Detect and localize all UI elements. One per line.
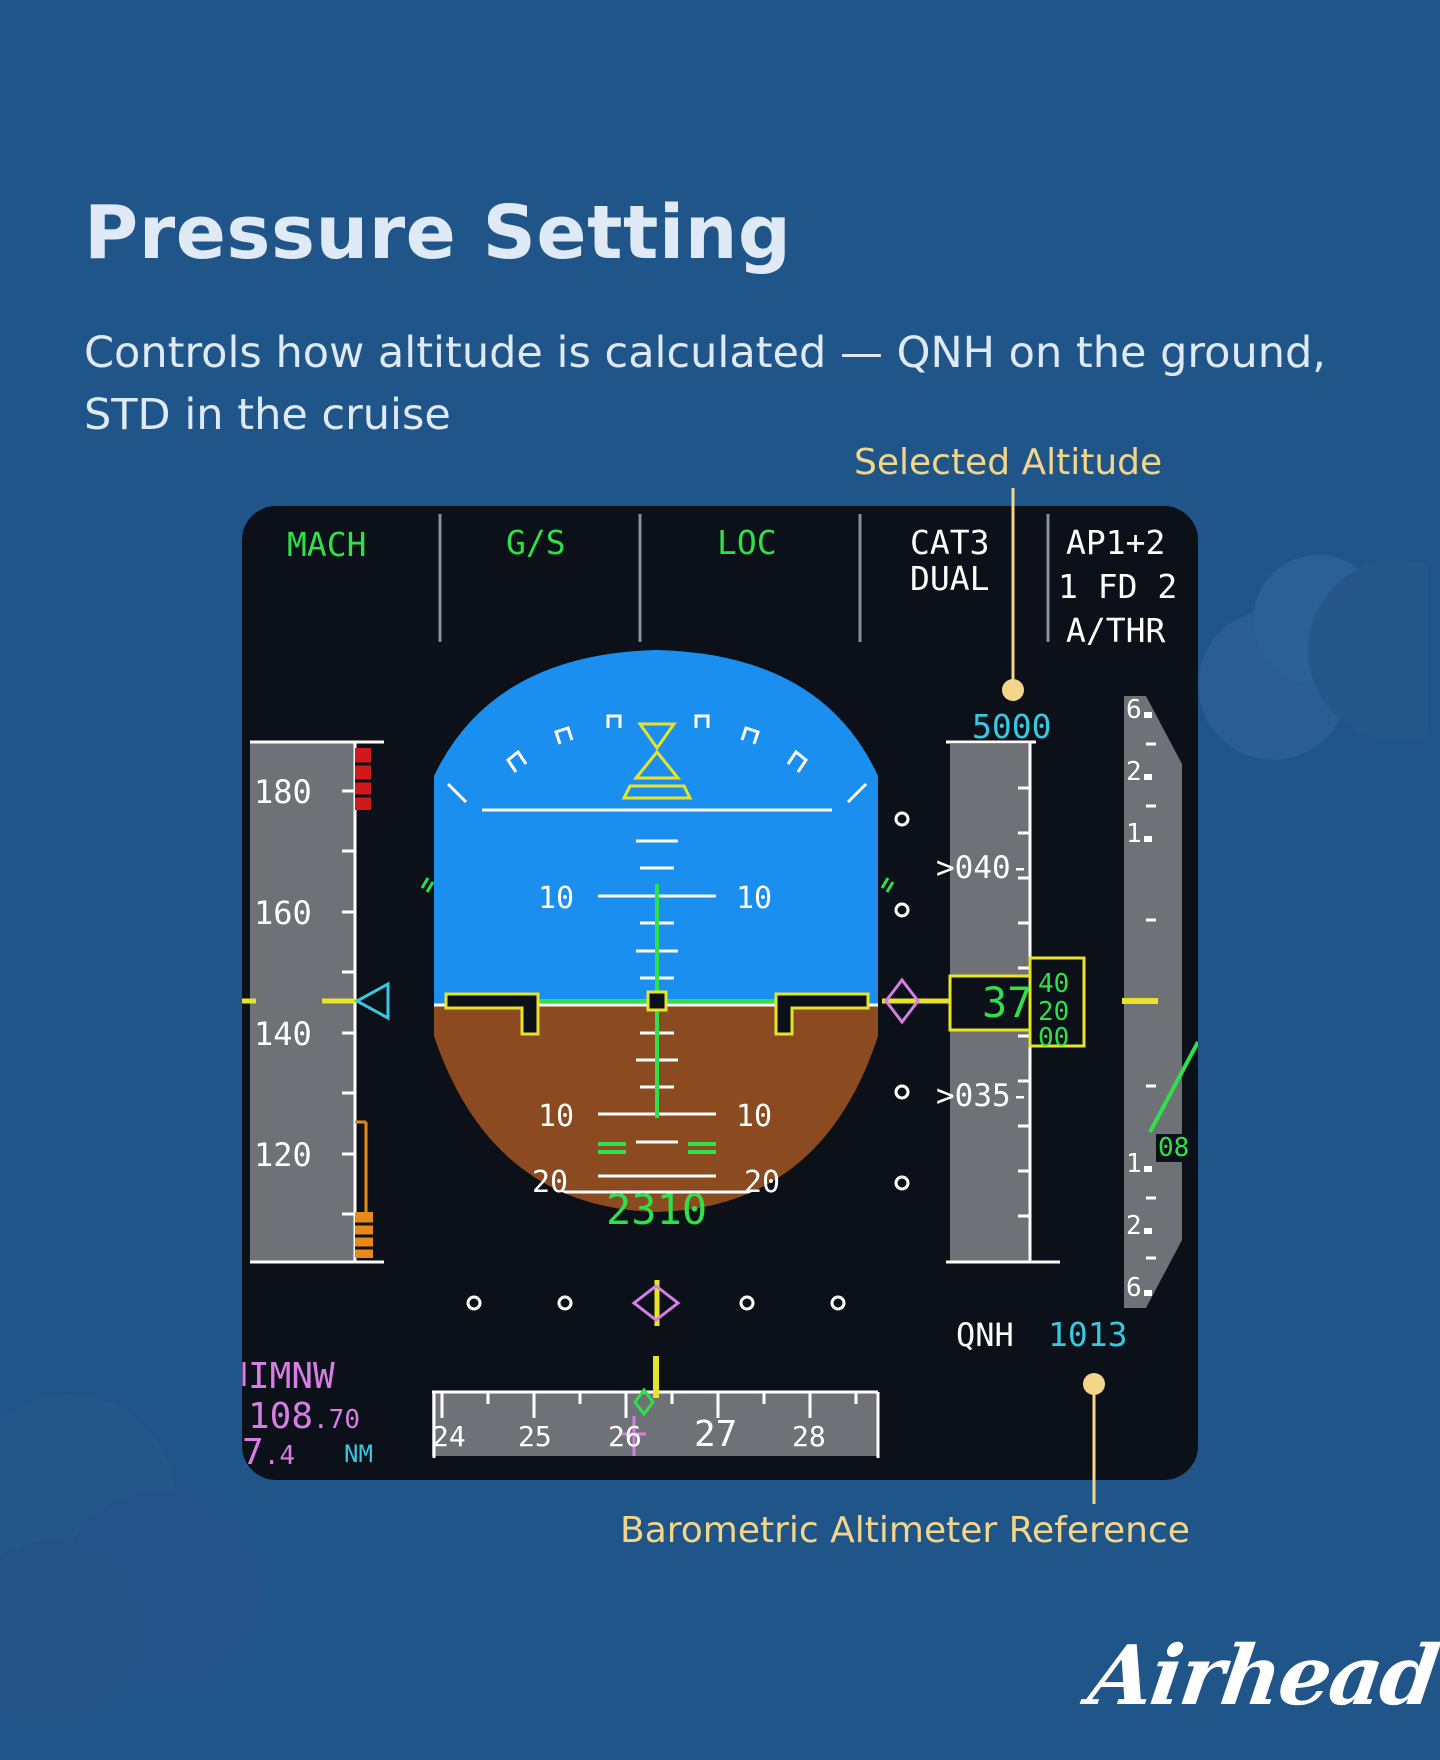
glideslope-diamond [884,977,920,1025]
glideslope-scale [894,811,910,1191]
fma-ap-status-2: 1 FD 2 [1058,567,1177,606]
callout-baro-reference: Barometric Altimeter Reference [620,1510,1190,1551]
heading-tape [432,1356,880,1458]
pitch-label-20-left: 20 [532,1165,568,1200]
pitch-label-10-lower-left: 10 [538,1099,574,1134]
page-title: Pressure Setting [84,190,792,276]
vsi-label-1-down: 1 [1126,1149,1142,1179]
bank-index-pointer [637,722,677,751]
primary-flight-display: MACH G/S LOC CAT3 DUAL AP1+2 1 FD 2 A/TH… [242,506,1198,1480]
ils-dme: 7.4 [242,1432,295,1473]
baro-value: 1013 [1048,1315,1127,1354]
ils-ident: IMNW [248,1356,335,1397]
speed-label-140: 140 [254,1015,312,1053]
selected-altitude-readout: 5000 [972,707,1051,746]
vsi-label-1-up: 1 [1126,819,1142,849]
cloud-left-decoration [0,1395,260,1720]
speed-label-160: 160 [254,894,312,932]
roll-pointer [621,749,693,800]
localizer-scale [466,1295,846,1311]
fma-ap-status-3: A/THR [1066,611,1165,650]
vsi-label-2-down: 2 [1126,1211,1142,1241]
ils-dme-decimal: .4 [264,1441,295,1471]
page-subtitle: Controls how altitude is calculated — QN… [84,328,1326,440]
pitch-label-20-right: 20 [744,1165,780,1200]
pfd-svg: MACH G/S LOC CAT3 DUAL AP1+2 1 FD 2 A/TH… [242,514,1198,1473]
heading-label-25: 25 [518,1420,552,1453]
attitude-indicator [434,650,878,1212]
heading-label-26: 26 [608,1420,642,1453]
fma-ap-status-1: AP1+2 [1066,523,1165,562]
fma-speed-mode: MACH [287,525,366,564]
altitude-drum-40: 40 [1038,969,1069,999]
speed-label-120: 120 [254,1136,312,1174]
pitch-label-10-upper-left: 10 [538,881,574,916]
fma-separators [438,514,1050,642]
vsi-label-6-up: 6 [1126,695,1142,725]
ils-frequency-decimal: .70 [313,1405,360,1435]
airhead-logo: Airhead [1083,1628,1440,1724]
altitude-readout-main: 37 [982,978,1033,1027]
pitch-label-10-lower-right: 10 [736,1099,772,1134]
fma-approach-cap-2: DUAL [910,559,989,598]
vsi-label-2-up: 2 [1126,757,1142,787]
speed-label-180: 180 [254,773,312,811]
altitude-drum-00: 00 [1038,1023,1069,1053]
heading-label-28: 28 [792,1420,826,1453]
bank-scale [446,714,868,804]
vsi-readout: 08 [1158,1133,1189,1163]
altitude-drum-20: 20 [1038,997,1069,1027]
localizer-diamond [631,1284,681,1322]
side-stick-marks [420,877,895,893]
baro-mode-label: QNH [956,1316,1014,1354]
ils-dme-main: 7 [242,1432,264,1473]
altitude-tape [934,740,1086,1264]
fma-lateral-mode: LOC [717,523,777,562]
radio-altitude: 2310 [606,1185,707,1234]
altitude-mark-upper: >040- [936,850,1029,886]
ils-dme-unit: NM [344,1440,373,1468]
vertical-speed-scale [1122,696,1198,1308]
ils-frequency-main: 108 [248,1396,313,1437]
pitch-label-10-upper-right: 10 [736,881,772,916]
ils-frequency: 108.70 [248,1396,360,1437]
callout-selected-altitude: Selected Altitude [854,442,1163,483]
fma-vertical-mode: G/S [506,523,566,562]
aircraft-symbol [444,990,870,1036]
heading-label-27: 27 [694,1414,737,1455]
heading-label-24: 24 [432,1420,466,1453]
speed-tape [242,740,390,1264]
cloud-right-decoration [1198,555,1428,760]
altitude-mark-lower: >035- [936,1078,1029,1114]
fma-approach-cap-1: CAT3 [910,523,989,562]
vsi-label-6-down: 6 [1126,1273,1142,1303]
